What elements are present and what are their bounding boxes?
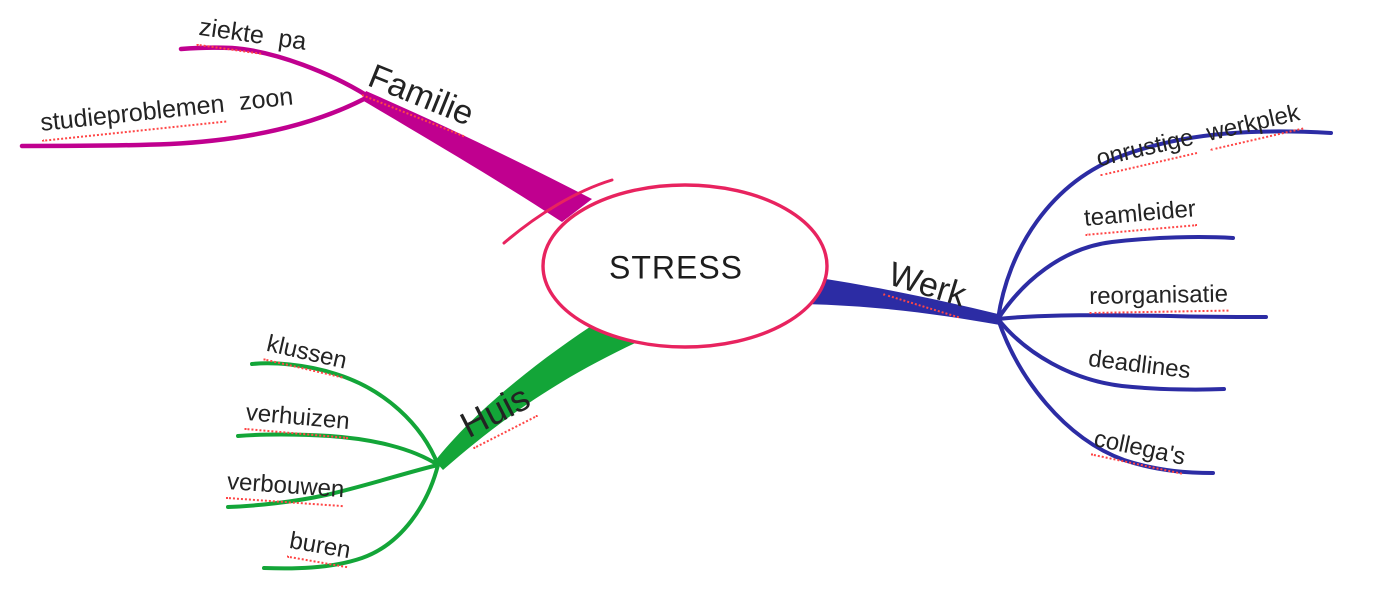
werk-trunk <box>804 276 1000 325</box>
buren-branch-curve <box>262 463 440 571</box>
deadlines-branch-curve <box>996 317 1226 392</box>
verbouwen-branch-curve <box>226 463 440 509</box>
onrustige-werkplek-branch-curve <box>996 129 1333 321</box>
klussen-branch-curve <box>250 361 440 467</box>
branch-familie-graphics <box>19 45 592 222</box>
ellipse-sketch-overshoot-stroke <box>502 178 614 245</box>
subtopic-label-reorganisatie[interactable]: reorganisatie <box>1089 281 1229 315</box>
reorganisatie-branch-curve <box>996 313 1268 321</box>
collegas-branch-curve <box>996 317 1215 475</box>
center-topic-ellipse[interactable] <box>541 183 829 349</box>
studieproblemen-zoon-branch-curve <box>19 96 367 149</box>
teamleider-branch-curve <box>996 235 1235 321</box>
center-topic-text: STRESS <box>608 249 744 286</box>
verhuizen-branch-curve <box>236 432 440 467</box>
ziekte-pa-branch-curve <box>178 45 369 98</box>
huis-trunk <box>435 319 646 470</box>
label-word: pa <box>276 24 309 56</box>
label-word: reorganisatie <box>1089 281 1229 315</box>
center-topic-label[interactable]: STRESS <box>609 250 743 285</box>
label-word: zoon <box>237 82 295 116</box>
familie-trunk <box>362 91 592 222</box>
branch-huis-graphics <box>226 319 646 571</box>
branch-werk-graphics <box>804 129 1333 475</box>
